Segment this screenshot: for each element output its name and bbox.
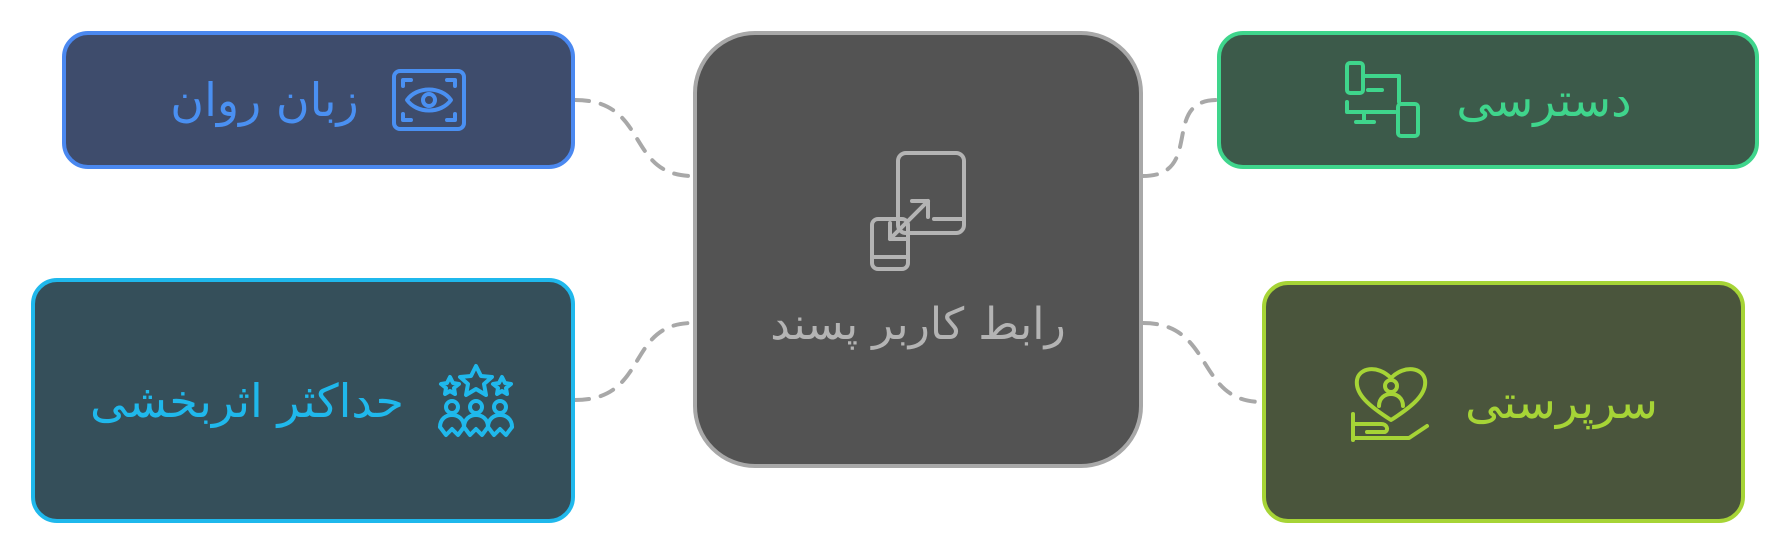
node-center-label: رابط کاربر پسند xyxy=(770,299,1066,350)
multi-device-icon xyxy=(1344,60,1424,140)
connector-care xyxy=(1141,321,1264,404)
resize-expand-icon xyxy=(868,149,968,273)
connector-maximum-impact xyxy=(573,321,695,402)
node-accessibility: دسترسی xyxy=(1217,31,1759,169)
team-stars-icon xyxy=(436,363,516,439)
node-fluent-language: زبان روان xyxy=(62,31,575,169)
eye-scan-icon xyxy=(391,68,467,132)
connector-fluent-language xyxy=(573,98,695,178)
node-care: سرپرستی xyxy=(1262,281,1745,523)
node-maximum-impact-label: حداکثر اثربخشی xyxy=(90,373,404,428)
node-center-user-friendly-interface: رابط کاربر پسند xyxy=(693,31,1143,468)
node-maximum-impact: حداکثر اثربخشی xyxy=(31,278,575,523)
node-care-label: سرپرستی xyxy=(1465,375,1658,429)
node-fluent-language-label: زبان روان xyxy=(170,73,359,127)
heart-hand-icon xyxy=(1349,362,1433,442)
connector-accessibility xyxy=(1141,98,1219,178)
node-accessibility-label: دسترسی xyxy=(1456,73,1632,127)
